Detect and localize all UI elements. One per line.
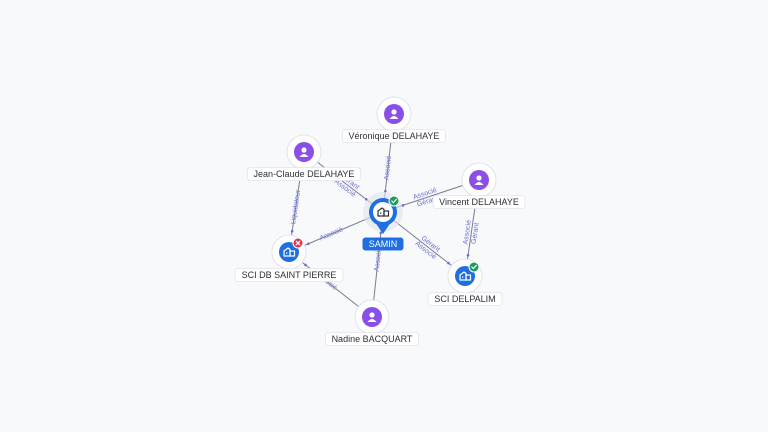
node-inner-circle (373, 202, 393, 222)
building-icon (377, 207, 390, 217)
edge-label: Gérant (471, 222, 481, 244)
edge-arrow-marker (304, 263, 307, 267)
edge-arrow-marker (384, 189, 387, 193)
node-jean-claude-delahaye[interactable]: Jean-Claude DELAHAYE (247, 134, 361, 181)
node-label: SCI DB SAINT PIERRE (242, 270, 337, 280)
person-icon (299, 147, 309, 157)
person-icon (367, 312, 377, 322)
status-inactive-cross-icon (292, 237, 304, 249)
node-label: SCI DELPALIM (434, 294, 495, 304)
node-sci-delpalim[interactable]: SCI DELPALIM (427, 258, 503, 306)
edge-arrow-marker (466, 253, 470, 257)
node-label-pill (325, 332, 419, 346)
node-label: Nadine BACQUART (332, 334, 413, 344)
node-vincent-delahaye[interactable]: Vincent DELAHAYE (432, 162, 526, 209)
edge-arrow-marker (364, 197, 368, 201)
node-label-pill (234, 268, 344, 282)
edge-line (288, 251, 373, 318)
edge-arrow-marker (307, 242, 310, 246)
edge-label: Liquidateur (290, 189, 302, 225)
building-icon (283, 247, 296, 257)
node-label: Vincent DELAHAYE (439, 197, 519, 207)
node-nadine-bacquart[interactable]: Nadine BACQUART (325, 299, 419, 346)
nodes-layer: SAMIN Véronique DELAHAYE Jean-Claude DELAH… (234, 96, 526, 346)
building-icon (459, 271, 472, 281)
node-label-pill (432, 195, 526, 209)
status-active-check-icon (388, 195, 400, 207)
edge-label: Associé (319, 226, 344, 242)
node-circle (455, 266, 475, 286)
edge-label: Associé (462, 219, 472, 244)
edge-arrow-marker (401, 204, 405, 207)
node-label: Véronique DELAHAYE (349, 131, 440, 141)
edge-arrow-marker (447, 261, 450, 265)
node-label: Jean-Claude DELAHAYE (254, 169, 355, 179)
node-label: SAMIN (369, 239, 398, 249)
edge-arrow-marker (290, 229, 294, 233)
edge-label: Associé (383, 155, 393, 180)
person-icon (389, 109, 399, 119)
node-label-pill (342, 129, 446, 143)
node-label-pill (362, 237, 404, 251)
node-circle (279, 242, 299, 262)
node-veronique-delahaye[interactable]: Véronique DELAHAYE (342, 96, 446, 143)
node-label-pill (247, 167, 361, 181)
person-icon (474, 175, 484, 185)
node-label-pill (427, 292, 503, 306)
edge-arrow-marker (379, 231, 383, 235)
node-sci-db-saint-pierre[interactable]: SCI DB SAINT PIERRE (234, 234, 344, 282)
edge-label: Associé (374, 247, 384, 272)
status-active-check-icon (468, 261, 480, 273)
node-samin[interactable]: SAMIN (362, 192, 404, 251)
